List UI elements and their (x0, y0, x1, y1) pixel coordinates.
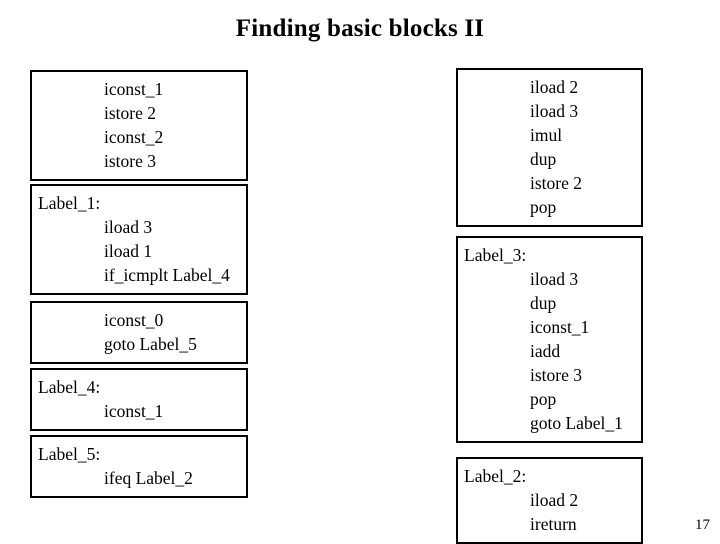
instruction-line: istore 3 (530, 365, 583, 385)
instruction-line: istore 2 (530, 173, 583, 193)
instruction-line: if_icmplt Label_4 (104, 265, 230, 285)
instruction-line: pop (530, 389, 557, 409)
instruction-line: ifeq Label_2 (104, 468, 193, 488)
instruction-line: pop (530, 197, 557, 217)
instruction-line: iload 2 (530, 490, 579, 510)
instruction-line: iadd (530, 341, 561, 361)
instruction-line: iconst_0 (104, 310, 164, 330)
instruction-line: dup (530, 293, 557, 313)
instruction-line: ireturn (530, 514, 577, 534)
instruction-line: goto Label_1 (530, 413, 623, 433)
block-3: iload 2 iload 3 imul dup istore 2 pop (456, 68, 643, 227)
page-number: 17 (695, 517, 710, 533)
instruction-line: istore 3 (104, 151, 157, 171)
instruction-line: iconst_2 (104, 127, 164, 147)
instruction-line: iload 2 (530, 77, 579, 97)
block-label-2: Label_2:iload 2 ireturn (456, 457, 643, 544)
instruction-line: goto Label_5 (104, 334, 197, 354)
instruction-line: iconst_1 (104, 79, 164, 99)
instruction-line: iload 3 (530, 269, 579, 289)
instruction-line: dup (530, 149, 557, 169)
instruction-line: imul (530, 125, 563, 145)
block-label: Label_3: (464, 245, 527, 265)
block-label: Label_4: (38, 377, 101, 397)
instruction-line: iload 3 (104, 217, 153, 237)
block-label: Label_1: (38, 193, 101, 213)
block-label-5: Label_5:ifeq Label_2 (30, 435, 248, 498)
instruction-line: istore 2 (104, 103, 157, 123)
block-label: Label_5: (38, 444, 101, 464)
instruction-line: iload 1 (104, 241, 153, 261)
instruction-line: iconst_1 (530, 317, 590, 337)
instruction-line: iconst_1 (104, 401, 164, 421)
instruction-line: iload 3 (530, 101, 579, 121)
block-label: Label_2: (464, 466, 527, 486)
block-label-1: Label_1:iload 3 iload 1 if_icmplt Label_4 (30, 184, 248, 295)
page-title: Finding basic blocks II (235, 15, 485, 42)
block-label-4: Label_4:iconst_1 (30, 368, 248, 431)
